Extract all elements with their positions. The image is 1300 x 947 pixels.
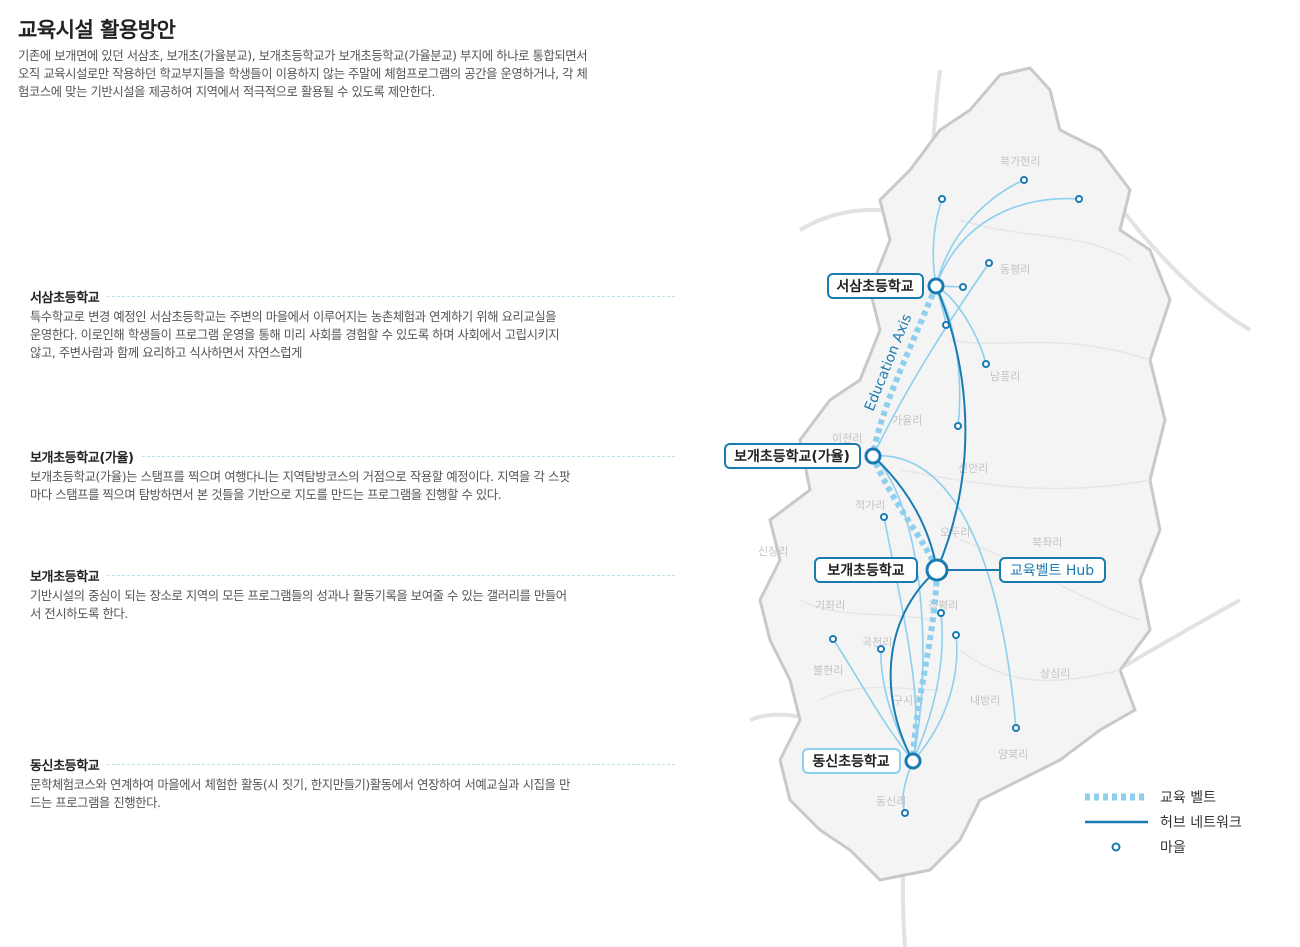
section-gayul: 보개초등학교(가율) 보개초등학교(가율)는 스탬프를 찍으며 여행다니는 지역… <box>30 447 675 504</box>
place-label: 남풍리 <box>990 370 1020 383</box>
svg-text:보개초등학교(가율): 보개초등학교(가율) <box>734 448 850 465</box>
place-label: 북좌리 <box>1032 536 1062 549</box>
svg-text:동신초등학교: 동신초등학교 <box>812 754 889 770</box>
svg-text:보개초등학교: 보개초등학교 <box>827 563 904 579</box>
place-label: 내방리 <box>970 694 1000 707</box>
village-marker[interactable] <box>1075 195 1083 203</box>
place-label: 오두리 <box>940 526 970 539</box>
place-label: 이전리 <box>832 432 862 445</box>
section-title: 보개초등학교(가율) <box>30 451 134 466</box>
place-label: 동평리 <box>1000 263 1030 276</box>
section-bogae: 보개초등학교 기반시설의 중심이 되는 장소로 지역의 모든 프로그램들의 성과… <box>30 566 675 623</box>
divider <box>107 296 675 297</box>
section-body: 문학체험코스와 연계하여 마을에서 체험한 활동(시 짓기, 한지만들기)활동에… <box>30 778 570 810</box>
hub-label[interactable]: 교육벨트 Hub <box>999 557 1106 583</box>
legend-hub: 허브 네트워크 <box>1160 815 1242 831</box>
legend-village: 마을 <box>1160 840 1186 856</box>
village-marker[interactable] <box>959 283 967 291</box>
section-dongsin: 동신초등학교 문학체험코스와 연계하여 마을에서 체험한 활동(시 짓기, 한지… <box>30 755 675 812</box>
legend: 교육 벨트 허브 네트워크 마을 <box>1085 790 1242 856</box>
village-marker[interactable] <box>985 259 993 267</box>
legend-belt: 교육 벨트 <box>1160 790 1216 806</box>
place-label: 기좌리 <box>815 599 845 612</box>
village-marker[interactable] <box>942 321 950 329</box>
divider <box>141 456 675 457</box>
gayul-node[interactable] <box>864 447 882 465</box>
section-title: 서삼초등학교 <box>30 291 100 306</box>
village-marker[interactable] <box>938 195 946 203</box>
seosam-label[interactable]: 서삼초등학교 <box>827 273 924 299</box>
section-body: 특수학교로 변경 예정인 서삼초등학교는 주변의 마을에서 이루어지는 농촌체험… <box>30 310 560 360</box>
place-label: 신안리 <box>958 462 988 475</box>
village-marker[interactable] <box>829 635 837 643</box>
village-marker[interactable] <box>901 809 909 817</box>
village-marker[interactable] <box>880 513 888 521</box>
village-marker[interactable] <box>877 645 885 653</box>
place-label: 신장리 <box>758 545 788 558</box>
village-marker[interactable] <box>937 609 945 617</box>
svg-text:교육벨트 Hub: 교육벨트 Hub <box>1010 563 1094 579</box>
villages <box>829 176 1083 817</box>
section-seosam: 서삼초등학교 특수학교로 변경 예정인 서삼초등학교는 주변의 마을에서 이루어… <box>30 287 675 362</box>
gayul-label[interactable]: 보개초등학교(가율) <box>724 443 861 469</box>
place-label: 동신리 <box>876 795 906 808</box>
place-label: 북가현리 <box>1000 155 1040 168</box>
place-label: 불현리 <box>813 664 843 677</box>
place-label: 곡천리 <box>862 635 892 649</box>
divider <box>107 575 675 576</box>
dongsin-node[interactable] <box>904 752 922 770</box>
place-label: 가율리 <box>892 414 922 427</box>
place-label: 양북리 <box>998 748 1028 761</box>
section-body: 보개초등학교(가율)는 스탬프를 찍으며 여행다니는 지역탐방코스의 거점으로 … <box>30 470 570 502</box>
page-title: 교육시설 활용방안 <box>18 18 176 42</box>
place-label: 상심리 <box>1040 667 1070 680</box>
village-marker[interactable] <box>954 422 962 430</box>
village-marker[interactable] <box>952 631 960 639</box>
education-belt <box>869 284 941 762</box>
bogae-label[interactable]: 보개초등학교 <box>814 557 918 583</box>
bogae-hub-node[interactable] <box>925 558 949 582</box>
village-marker[interactable] <box>1012 724 1020 732</box>
divider <box>107 764 675 765</box>
section-title: 동신초등학교 <box>30 759 100 774</box>
village-marker[interactable] <box>1020 176 1028 184</box>
intro-text: 기존에 보개면에 있던 서삼초, 보개초(가율분교), 보개초등학교가 보개초등… <box>18 49 588 99</box>
region-outline <box>758 66 1172 882</box>
section-body: 기반시설의 중심이 되는 장소로 지역의 모든 프로그램들의 성과나 활동기록을… <box>30 589 567 621</box>
svg-text:서삼초등학교: 서삼초등학교 <box>836 279 913 295</box>
seosam-node[interactable] <box>927 277 945 295</box>
village-marker[interactable] <box>982 360 990 368</box>
place-label: 적가리 <box>855 499 885 512</box>
village-legend-icon <box>1111 842 1121 852</box>
section-title: 보개초등학교 <box>30 570 100 585</box>
dongsin-label[interactable]: 동신초등학교 <box>802 748 901 774</box>
